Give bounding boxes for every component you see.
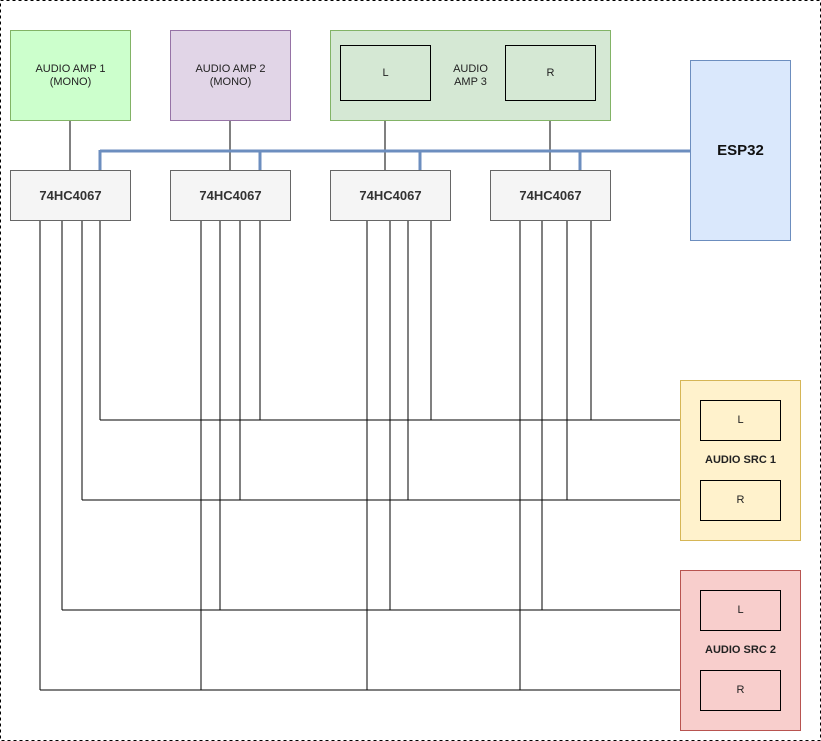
audio-src-1-label: AUDIO SRC 1 [705,454,776,466]
signal-wires [39,100,700,691]
audio-src-1-left: L [700,400,781,441]
audio-src-2-left: L [700,590,781,631]
mux-1-label: 74HC4067 [39,188,102,203]
audio-src-1-right: R [700,480,781,521]
audio-amp-3-left: L [340,45,431,101]
audio-amp-3-right: R [505,45,596,101]
mux-3: 74HC4067 [330,170,451,221]
audio-amp-2: AUDIO AMP 2 (MONO) [170,30,291,121]
audio-amp-1: AUDIO AMP 1 (MONO) [10,30,131,121]
audio-src-2-label: AUDIO SRC 2 [705,644,776,656]
mux-2: 74HC4067 [170,170,291,221]
audio-amp-3-label: AUDIO AMP 3 [453,62,488,88]
audio-src-2-right: R [700,670,781,711]
mux-4-label: 74HC4067 [519,188,582,203]
audio-src-1-left-label: L [737,414,744,426]
audio-src-2-left-label: L [737,604,744,616]
audio-amp-2-label: AUDIO AMP 2 (MONO) [195,62,266,88]
mux-2-label: 74HC4067 [199,188,262,203]
control-bus [98,149,690,170]
mux-4: 74HC4067 [490,170,611,221]
audio-amp-3-right-label: R [546,66,555,79]
audio-src-1-right-label: R [736,494,745,506]
esp32-label: ESP32 [717,142,764,159]
audio-amp-1-label: AUDIO AMP 1 (MONO) [35,62,106,88]
mux-1: 74HC4067 [10,170,131,221]
audio-src-2-right-label: R [736,684,745,696]
audio-amp-3-left-label: L [382,66,389,79]
mux-3-label: 74HC4067 [359,188,422,203]
esp32-board: ESP32 [690,60,791,241]
